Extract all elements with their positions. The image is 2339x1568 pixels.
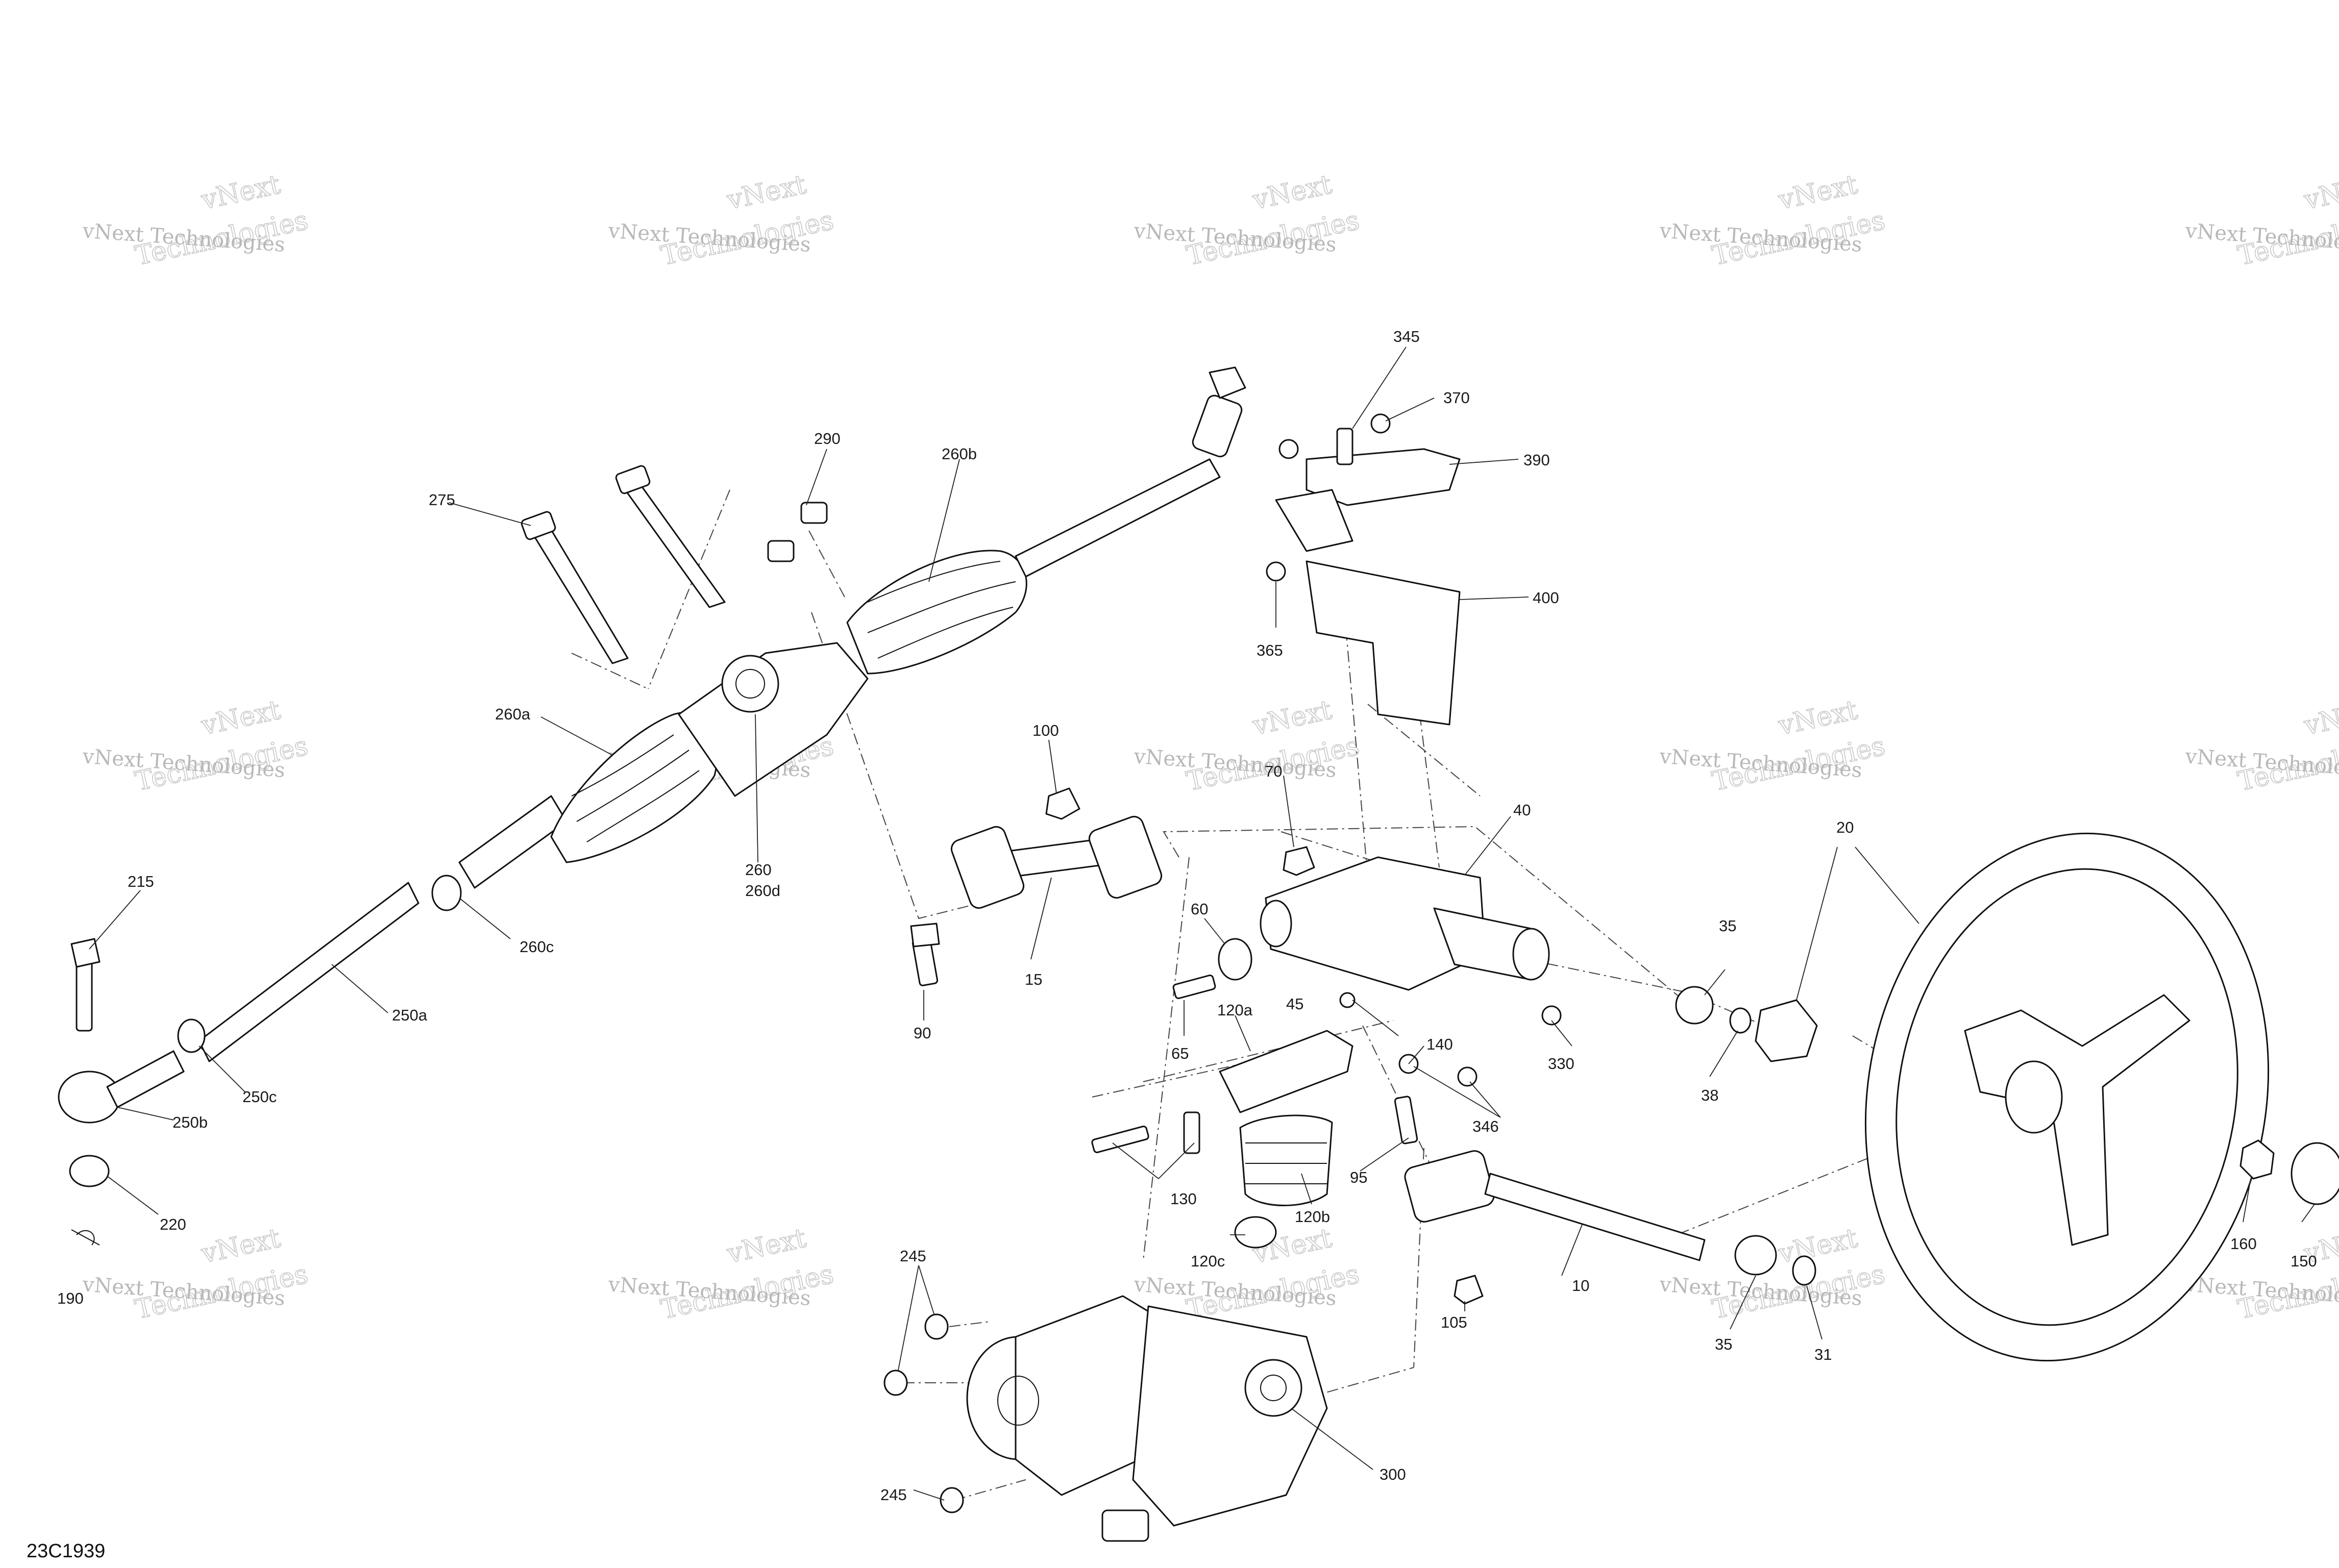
diagram-code: 23C1939 <box>27 1540 105 1562</box>
eps-motor-unit <box>883 1295 1328 1542</box>
callout-70: 70 <box>1265 762 1282 780</box>
watermark-big-word: vNext <box>1250 169 1335 216</box>
intermediate-shaft <box>910 787 1163 986</box>
watermark-big-word: vNext <box>199 169 283 216</box>
callout-346: 346 <box>1472 1117 1499 1135</box>
column-shaft-parts <box>1091 986 1818 1305</box>
callout-35: 35 <box>1719 917 1736 935</box>
callout-260a: 260a <box>495 705 531 723</box>
callout-260b: 260b <box>942 445 977 463</box>
watermark-big-word: vNext <box>724 1223 809 1270</box>
watermark-big-word: vNext <box>2301 695 2339 741</box>
callout-45: 45 <box>1286 995 1303 1013</box>
watermark-big-word: vNext <box>724 169 809 216</box>
callout-31: 31 <box>1814 1346 1832 1363</box>
callout-95: 95 <box>1350 1168 1367 1186</box>
watermark-big-word: vNext <box>1776 1223 1860 1270</box>
leader-lines <box>89 346 2315 1501</box>
callout-105: 105 <box>1441 1313 1467 1331</box>
callout-140: 140 <box>1426 1035 1453 1053</box>
callout-150: 150 <box>2291 1252 2317 1270</box>
callout-35-lower: 35 <box>1715 1335 1732 1353</box>
callout-245-top: 245 <box>900 1247 926 1265</box>
callout-260d: 260d <box>745 882 780 900</box>
steering-rack-assembly <box>58 366 1246 1246</box>
callout-290: 290 <box>814 430 841 447</box>
callout-10: 10 <box>1572 1277 1589 1295</box>
watermark-big-word: vNext <box>199 1223 283 1270</box>
callout-120b: 120b <box>1295 1208 1330 1226</box>
watermark-big-word: vNext <box>1776 169 1860 216</box>
callout-245-bottom: 245 <box>880 1486 907 1504</box>
callout-250a: 250a <box>392 1006 428 1024</box>
callout-330: 330 <box>1548 1055 1574 1073</box>
callout-370: 370 <box>1443 389 1470 407</box>
callout-20: 20 <box>1836 818 1854 836</box>
callout-300: 300 <box>1380 1465 1406 1483</box>
callout-65: 65 <box>1171 1044 1189 1062</box>
watermark-big-word: vNext <box>2301 169 2339 216</box>
callout-250c: 250c <box>242 1088 277 1106</box>
callout-275: 275 <box>429 491 455 509</box>
callout-390: 390 <box>1523 451 1550 469</box>
callout-215: 215 <box>128 873 154 890</box>
callout-250b: 250b <box>173 1113 208 1131</box>
callout-120c: 120c <box>1191 1252 1225 1270</box>
callout-345: 345 <box>1393 328 1420 345</box>
callout-15: 15 <box>1025 970 1042 988</box>
bracket-and-column <box>1172 413 1562 1087</box>
callout-160: 160 <box>2230 1235 2257 1253</box>
callout-220: 220 <box>160 1215 186 1233</box>
callout-60: 60 <box>1191 900 1208 918</box>
callout-130: 130 <box>1170 1190 1197 1208</box>
callout-40: 40 <box>1513 801 1531 819</box>
steering-wheel <box>1864 832 2339 1362</box>
callout-260: 260 <box>745 861 772 879</box>
callout-100: 100 <box>1032 721 1059 739</box>
callout-260c: 260c <box>520 938 554 956</box>
callout-90: 90 <box>914 1024 931 1042</box>
callout-190: 190 <box>57 1289 84 1307</box>
watermark-big-word: vNext <box>1776 695 1860 741</box>
callout-400: 400 <box>1533 589 1559 607</box>
watermark-big-word: vNext <box>1250 695 1335 741</box>
callout-38: 38 <box>1701 1086 1718 1104</box>
callout-120a: 120a <box>1217 1001 1253 1019</box>
callout-365: 365 <box>1257 641 1283 659</box>
watermark-big-word: vNext <box>199 695 283 741</box>
callout-labels: 275 290 260b 345 370 390 400 365 260a 26… <box>57 328 2317 1504</box>
